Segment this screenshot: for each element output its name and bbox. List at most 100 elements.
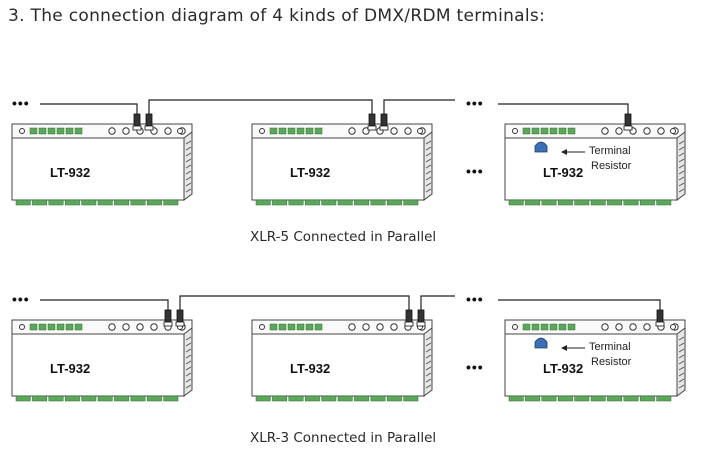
mount-hole: [259, 128, 265, 134]
bottom-terminal: [508, 395, 524, 402]
mount-hole: [512, 128, 518, 134]
bottom-terminal: [590, 395, 606, 402]
side-vent: [425, 158, 432, 163]
device-side: [676, 327, 686, 397]
plate-connector: [540, 127, 549, 135]
bottom-terminal: [130, 395, 146, 402]
bottom-terminal: [656, 395, 672, 402]
plate-connector: [47, 127, 56, 135]
device-body: [251, 137, 425, 201]
plate-connector: [65, 127, 74, 135]
terminal-label-line1: Terminal: [589, 145, 631, 157]
side-vent: [678, 336, 685, 341]
bottom-terminal: [386, 395, 402, 402]
plate-connector: [74, 127, 83, 135]
plate-connector: [287, 127, 296, 135]
side-vent: [425, 360, 432, 365]
side-vent: [185, 342, 192, 347]
plate-connector: [549, 127, 558, 135]
plate-jack: [150, 323, 158, 331]
ellipsis-dots: •••: [12, 291, 30, 307]
xlr-collar: [175, 321, 185, 327]
signal-line-link: [148, 99, 373, 116]
signal-line-in: [40, 299, 169, 312]
plate-connector: [38, 323, 47, 331]
signal-line-link: [383, 99, 455, 116]
side-vent: [185, 348, 192, 353]
xlr-collar: [144, 125, 154, 131]
device-label: LT-932: [50, 361, 90, 376]
bottom-terminal: [304, 395, 320, 402]
device-body: [11, 137, 185, 201]
terminal-label-line2: Resistor: [591, 160, 632, 172]
plate-connector: [305, 127, 314, 135]
plate-connector: [65, 323, 74, 331]
mount-hole: [512, 324, 518, 330]
ellipsis-dots: •••: [466, 95, 484, 111]
plate-jack: [108, 323, 116, 331]
signal-line-link: [179, 295, 410, 312]
side-vent: [425, 366, 432, 371]
side-vent: [185, 360, 192, 365]
side-vent: [678, 366, 685, 371]
bottom-terminal: [32, 395, 48, 402]
bottom-terminal: [386, 199, 402, 206]
mount-hole: [177, 128, 183, 134]
plate-connector: [531, 323, 540, 331]
side-vent: [425, 384, 432, 389]
side-vent: [185, 152, 192, 157]
plate-jack: [601, 127, 609, 135]
xlr-plug: [132, 113, 142, 131]
bottom-terminal: [590, 199, 606, 206]
ellipsis-dots: •••: [466, 359, 484, 375]
side-vent: [678, 140, 685, 145]
side-vent: [185, 182, 192, 187]
page-heading: 3. The connection diagram of 4 kinds of …: [8, 6, 546, 26]
plate-jack: [615, 127, 623, 135]
bottom-terminal: [639, 395, 655, 402]
terminal-resistor-plug: [534, 141, 548, 153]
signal-line-link: [420, 295, 455, 312]
side-vent: [425, 354, 432, 359]
terminal-arrowhead: [561, 149, 567, 155]
side-vent: [185, 158, 192, 163]
xlr-plug: [404, 309, 414, 327]
xlr-collar: [367, 125, 377, 131]
plate-connector: [314, 323, 323, 331]
side-vent: [678, 372, 685, 377]
terminal-arrowhead: [561, 345, 567, 351]
mount-hole: [259, 324, 265, 330]
bottom-terminal: [272, 395, 288, 402]
bottom-terminal: [15, 395, 31, 402]
signal-line-out: [498, 103, 629, 116]
plate-jack: [122, 127, 130, 135]
plate-jack: [136, 323, 144, 331]
plate-connector: [29, 323, 38, 331]
device-side: [183, 131, 193, 201]
device-label: LT-932: [543, 361, 583, 376]
bottom-terminal: [15, 199, 31, 206]
plate-jack: [348, 127, 356, 135]
lt-932-device: LT-932: [251, 319, 433, 402]
bottom-terminal: [623, 395, 639, 402]
side-vent: [678, 378, 685, 383]
terminal-label-line1: Terminal: [589, 341, 631, 353]
bottom-terminal: [337, 199, 353, 206]
plate-jack: [390, 127, 398, 135]
side-vent: [425, 372, 432, 377]
bottom-terminal: [557, 395, 573, 402]
side-vent: [185, 372, 192, 377]
xlr-plug: [367, 113, 377, 131]
plate-connector: [540, 323, 549, 331]
side-vent: [185, 140, 192, 145]
bottom-terminal: [272, 199, 288, 206]
terminal-label-line2: Resistor: [591, 356, 632, 368]
device-label: LT-932: [290, 361, 330, 376]
bottom-terminal: [541, 395, 557, 402]
plate-connector: [29, 127, 38, 135]
lt-932-device: LT-932: [11, 319, 193, 402]
plate-connector: [549, 323, 558, 331]
xlr-collar: [163, 321, 173, 327]
